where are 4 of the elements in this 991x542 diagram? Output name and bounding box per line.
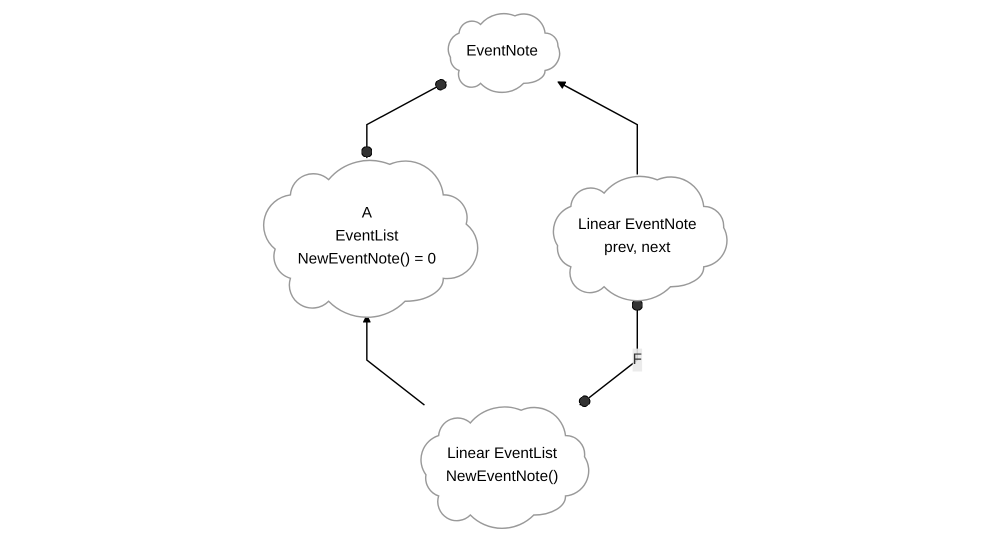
arrow (557, 81, 638, 174)
edge-label: F (632, 351, 642, 368)
connector (361, 78, 447, 158)
connector (579, 298, 644, 407)
